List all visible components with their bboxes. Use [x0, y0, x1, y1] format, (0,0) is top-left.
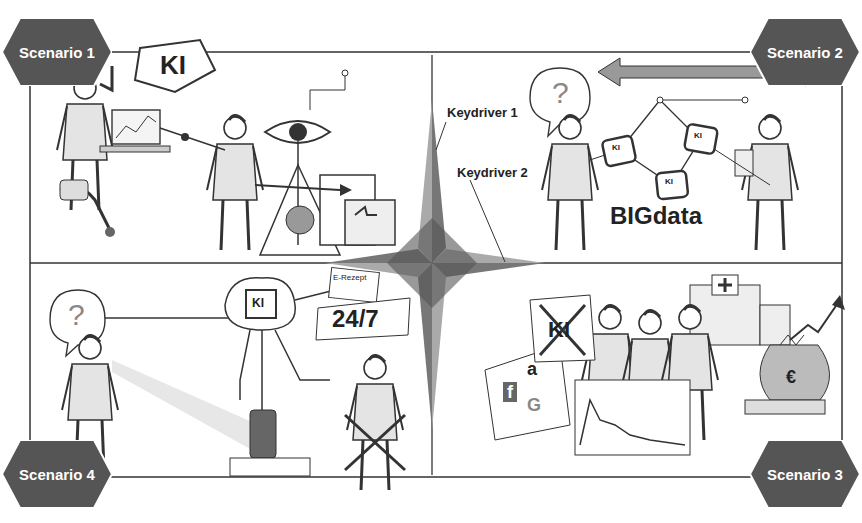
scenario-1-art	[116, 116, 156, 138]
illustration-text: 24/7	[332, 307, 379, 331]
scenario-2-art	[684, 124, 718, 155]
scenario-1-art	[112, 110, 160, 144]
illustration-text: KI	[548, 319, 570, 341]
frame	[30, 52, 842, 477]
scenario-3-art	[575, 380, 690, 455]
scenario-3-art	[790, 300, 840, 340]
scenario-2-art	[742, 115, 798, 250]
scenario-1-art	[207, 115, 263, 250]
scenario-1-art	[160, 128, 225, 150]
scenario-3-art	[780, 335, 804, 345]
hexagon-shape	[2, 440, 112, 508]
scenario-title: Scenario 2	[767, 44, 843, 61]
illustration-text: KI	[160, 52, 186, 78]
illustration-text: BIGdata	[610, 204, 702, 228]
scenario-1-art	[57, 40, 395, 255]
illustration-text: f	[503, 382, 517, 402]
illustration-text: ?	[68, 300, 85, 330]
scenario-4-art	[329, 268, 380, 303]
scenario-3-art	[530, 295, 595, 362]
scenario-1-art	[135, 40, 215, 92]
scenario-2-art	[660, 100, 745, 101]
scenario-4-art	[105, 317, 240, 319]
illustration-text: G	[527, 396, 541, 414]
scenario-4-art	[345, 415, 405, 470]
scenario-title: Scenario 4	[19, 466, 95, 483]
scenario-1-art	[345, 200, 395, 245]
illustration-text: Keydriver 2	[457, 166, 528, 179]
scenario-title: Scenario 3	[767, 466, 843, 483]
scenario-3-art	[540, 305, 585, 355]
scenario-1-art	[105, 227, 115, 237]
illustration-text: Keydriver 1	[447, 106, 518, 119]
scenario-4-art	[225, 278, 295, 330]
scenario-3-art	[540, 305, 585, 355]
scenario-3-art	[760, 345, 830, 400]
illustration-text: KI	[665, 178, 673, 186]
leader-line	[470, 180, 505, 262]
scenario-3-art	[718, 278, 732, 292]
scenario-4-art	[240, 330, 330, 410]
scenario-3-art	[485, 275, 845, 455]
scenario-1-art	[310, 75, 345, 110]
illustration-text: KI	[694, 132, 702, 140]
scenario-1-art	[265, 121, 330, 143]
leader-line	[436, 122, 446, 150]
hexagon-shape	[750, 440, 860, 508]
illustration-text: KI	[252, 297, 264, 309]
illustration-text: €	[786, 368, 796, 386]
scenario-badge: Scenario 3	[750, 440, 860, 508]
scenario-2-art	[530, 58, 828, 250]
scenario-1-art	[60, 180, 88, 200]
scenario-2-art	[602, 135, 637, 167]
illustration-text: E-Rezept	[333, 274, 366, 282]
scenario-badge: Scenario 4	[2, 440, 112, 508]
scenario-4-art	[230, 458, 310, 476]
scenario-1-art	[355, 207, 377, 215]
scenario-4-art	[345, 415, 405, 470]
scenario-1-art	[342, 70, 348, 76]
scenario-1-art	[57, 75, 113, 210]
hexagon-shape	[750, 18, 860, 86]
scenario-1-art	[181, 133, 189, 141]
scenario-4-art	[50, 268, 410, 490]
scenario-2-art	[657, 97, 663, 103]
scenario-3-art	[832, 295, 845, 310]
illustration-text: ?	[552, 78, 569, 108]
illustration-text: a	[527, 360, 537, 378]
scenario-1-art	[100, 146, 170, 152]
scenario-badge: Scenario 2	[750, 18, 860, 86]
scenario-title: Scenario 1	[19, 44, 95, 61]
scenario-4-art	[316, 298, 410, 340]
scenario-3-art	[760, 305, 790, 345]
scenario-3-art	[745, 400, 825, 414]
scenario-1-art	[340, 184, 352, 196]
illustration-text: KI	[612, 144, 620, 152]
scenario-3-art	[580, 400, 685, 445]
scenario-badge: Scenario 1	[2, 18, 112, 86]
scenario-2-art	[742, 97, 748, 103]
scenario-2-art	[656, 171, 689, 200]
scenario-4-art	[112, 360, 270, 460]
scenario-1-art	[286, 206, 314, 234]
hexagon-shape	[2, 18, 112, 86]
scenario-4-art	[246, 290, 276, 318]
scenario-1-art	[289, 123, 307, 141]
scenario-2-art	[542, 115, 598, 250]
compass-star	[387, 218, 477, 308]
scenario-1-art	[255, 185, 340, 190]
scenario-4-art	[250, 410, 276, 458]
scenario-3-art	[712, 275, 738, 295]
